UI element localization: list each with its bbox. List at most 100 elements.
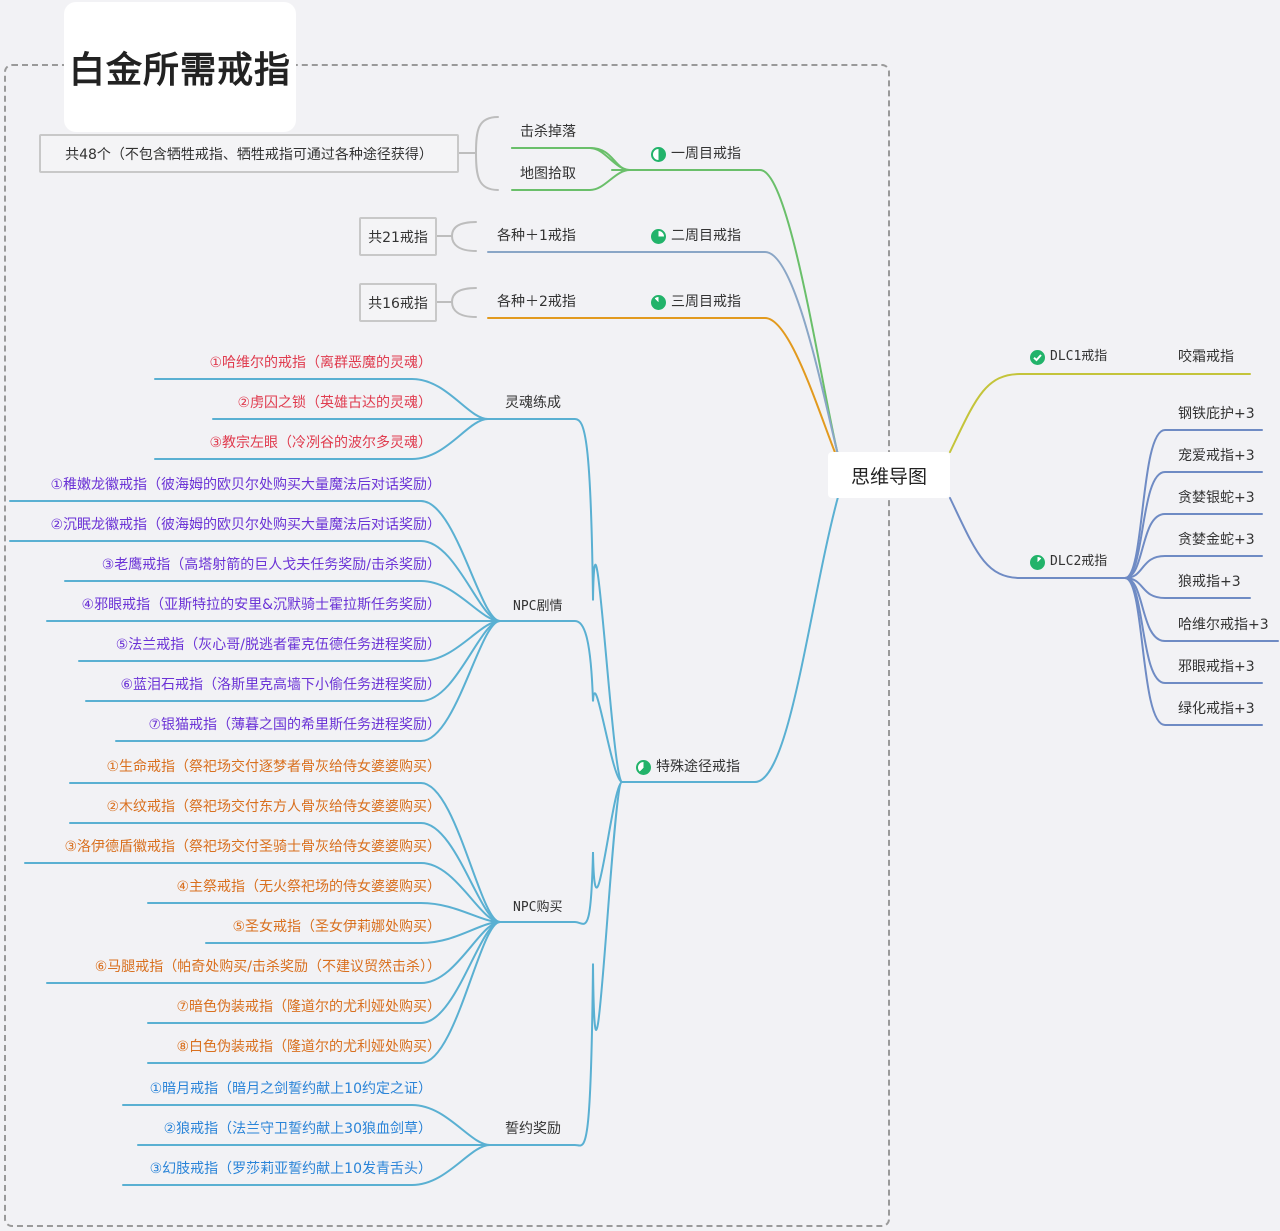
connector-leaf [154,418,489,460]
connector-leaf [147,902,501,923]
leaf-item[interactable]: ⑤法兰戒指（灰心哥/脱逃者霍克伍德任务进程奖励） [115,637,441,653]
leaf-item[interactable]: ②虏囚之锁（英雄古达的灵魂） [237,395,432,411]
dlc2-item[interactable]: 狼戒指+3 [1178,574,1241,590]
dlc1-item[interactable]: 咬霜戒指 [1178,349,1234,365]
leaf-item[interactable]: ⑧白色伪装戒指（隆道尔的尤利娅处购买） [176,1039,441,1055]
group-npc-purchase[interactable]: NPC购买 [513,898,562,917]
dlc2-item[interactable]: 贪婪银蛇+3 [1178,490,1255,506]
connector-leaf [69,822,501,923]
note-bracket-ng2 [450,221,477,252]
leaf-item[interactable]: ⑥蓝泪石戒指（洛斯里克高墙下小偷任务进程奖励） [120,677,441,693]
connector-leaf [24,862,501,923]
branch-dlc1[interactable]: DLC1戒指 [1030,348,1107,366]
branch-label: DLC2戒指 [1050,554,1108,569]
leaf-item[interactable]: ①哈维尔的戒指（离群恶魔的灵魂） [209,355,432,371]
connector-group-2 [499,781,623,925]
leaf-item[interactable]: ③幻肢戒指（罗莎莉亚誓约献上10发青舌头） [149,1161,432,1177]
subtopic-map-pickup[interactable]: 地图拾取 [520,166,576,182]
progress-quarter-icon [636,759,651,775]
leaf-item[interactable]: ②木纹戒指（祭祀场交付东方人骨灰给侍女婆婆购买） [106,799,441,815]
leaf-item[interactable]: ①暗月戒指（暗月之剑誓约献上10约定之证） [149,1081,432,1097]
leaf-item[interactable]: ⑥马腿戒指（帕奇处购买/击杀奖励（不建议贸然击杀）） [94,959,441,975]
leaf-item[interactable]: ④主祭戒指（无火祭祀场的侍女婆婆购买） [176,879,441,895]
dlc2-item[interactable]: 绿化戒指+3 [1178,701,1255,717]
subtopic-plus2[interactable]: 各种＋2戒指 [497,294,576,310]
branch-ng2[interactable]: 二周目戒指 [651,227,741,245]
connector-leaf [122,1144,491,1186]
progress-nearly-full-icon [651,294,666,310]
connector-leaf [122,1104,491,1146]
dlc2-item[interactable]: 宠爱戒指+3 [1178,448,1255,464]
leaf-item[interactable]: ①生命戒指（祭祀场交付逐梦者骨灰给侍女婆婆购买） [106,759,441,775]
connector-dlc2-item [1124,555,1263,579]
connector-dlc2 [949,497,1126,579]
group-npc-story[interactable]: NPC剧情 [513,597,562,616]
check-circle-icon [1030,349,1045,365]
leaf-item[interactable]: ⑦暗色伪装戒指（隆道尔的尤利娅处购买） [176,999,441,1015]
connector-dlc2-item [1124,429,1263,579]
subtopic-kill-drop[interactable]: 击杀掉落 [520,124,576,140]
ng3-note[interactable]: 共16戒指 [359,283,437,322]
connector-leaf [9,500,501,622]
central-topic[interactable]: 思维导图 [828,452,950,498]
connector-ng2 [487,251,839,456]
leaf-item[interactable]: ⑦银猫戒指（薄暮之国的希里斯任务进程奖励） [148,717,441,733]
group-label: NPC购买 [513,900,563,915]
leaf-item[interactable]: ③老鹰戒指（高塔射箭的巨人戈夫任务奖励/击杀奖励） [101,557,441,573]
connector-group-3 [489,781,623,1147]
connector-dlc2-item [1124,577,1263,726]
connector-leaf [154,378,489,420]
connector-group-0 [487,418,623,783]
branch-label: 一周目戒指 [671,146,741,162]
connector-kill-drop-2 [511,147,631,171]
branch-label: 二周目戒指 [671,228,741,244]
branch-label: DLC1戒指 [1050,349,1108,364]
connector-dlc2-item [1124,577,1251,599]
branch-ng1[interactable]: 一周目戒指 [651,145,741,163]
ng2-note[interactable]: 共21戒指 [359,217,437,256]
connector-dlc2-item [1124,471,1263,579]
dlc2-item[interactable]: 贪婪金蛇+3 [1178,532,1255,548]
progress-three-quarter-icon [651,228,666,244]
connector-leaf [115,620,501,742]
group-soul-transposition[interactable]: 灵魂练成 [505,395,561,411]
connector-leaf [9,540,501,622]
ng1-note[interactable]: 共48个（不包含牺牲戒指、牺牲戒指可通过各种途径获得） [39,134,459,173]
connector-leaf [147,921,501,1064]
branch-label: 特殊途径戒指 [656,759,740,775]
boundary-title: 白金所需戒指 [64,2,296,132]
dlc2-item[interactable]: 邪眼戒指+3 [1178,659,1255,675]
branch-ng3[interactable]: 三周目戒指 [651,293,741,311]
connector-group-1 [499,620,623,783]
progress-half-icon [651,146,666,162]
connector-leaf [78,620,501,662]
leaf-item[interactable]: ③教宗左眼（冷冽谷的波尔多灵魂） [209,435,432,451]
note-bracket-ng1 [474,116,499,191]
connector-dlc1 [949,373,1251,453]
subtopic-plus1[interactable]: 各种＋1戒指 [497,228,576,244]
connector-leaf [46,921,501,984]
group-covenant-reward[interactable]: 誓约奖励 [505,1121,561,1137]
progress-small-icon [1030,554,1045,570]
group-label: NPC剧情 [513,599,563,614]
branch-dlc2[interactable]: DLC2戒指 [1030,553,1107,571]
leaf-item[interactable]: ①稚嫩龙徽戒指（彼海姆的欧贝尔处购买大量魔法后对话奖励） [50,477,441,493]
note-bracket-ng3 [450,287,477,318]
connector-leaf [64,580,501,622]
branch-label: 三周目戒指 [671,294,741,310]
leaf-item[interactable]: ⑤圣女戒指（圣女伊莉娜处购买） [232,919,441,935]
dlc2-item[interactable]: 钢铁庇护+3 [1178,406,1255,422]
connector-leaf [69,782,501,923]
dlc2-item[interactable]: 哈维尔戒指+3 [1178,617,1269,633]
connector-ng3 [487,317,837,456]
leaf-item[interactable]: ②狼戒指（法兰守卫誓约献上30狼血剑草） [163,1121,432,1137]
leaf-item[interactable]: ②沉眠龙徽戒指（彼海姆的欧贝尔处购买大量魔法后对话奖励） [50,517,441,533]
connector-leaf [205,921,501,944]
branch-special[interactable]: 特殊途径戒指 [636,758,740,776]
summary-boundary [4,64,890,1227]
connector-dlc2-item [1124,513,1263,579]
connector-map-pickup [511,169,631,191]
leaf-item[interactable]: ③洛伊德盾徽戒指（祭祀场交付圣骑士骨灰给侍女婆婆购买） [64,839,441,855]
leaf-item[interactable]: ④邪眼戒指（亚斯特拉的安里&沉默骑士霍拉斯任务奖励） [81,597,441,613]
